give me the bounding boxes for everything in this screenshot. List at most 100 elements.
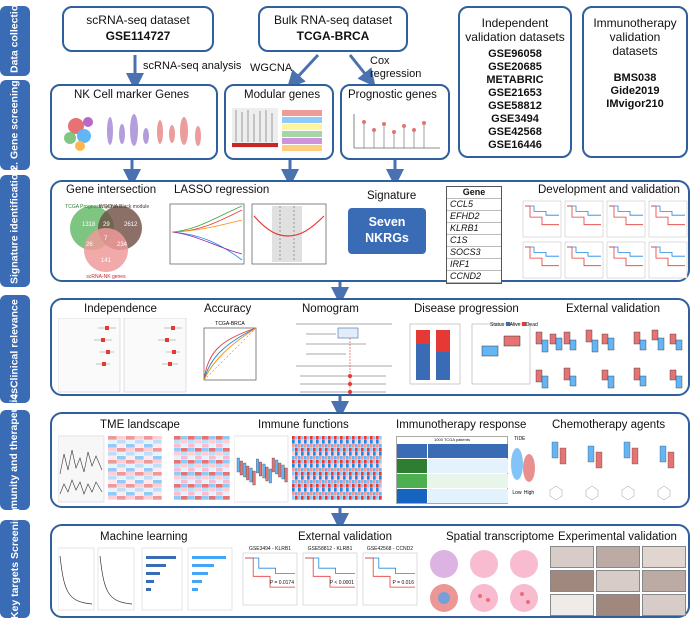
heatmap-cell (337, 492, 340, 496)
heatmap-cell (361, 448, 364, 452)
heatmap-cell (153, 496, 162, 500)
heatmap-cell (376, 456, 379, 460)
heatmap-cell (364, 448, 367, 452)
heatmap-cell (195, 496, 202, 500)
heatmap-cell (379, 472, 382, 476)
heatmap-cell (181, 460, 188, 464)
venn-label-c: scRNA-NK genes (86, 274, 126, 280)
heatmap-cell (334, 476, 337, 480)
heatmap-cell (376, 452, 379, 456)
heatmap-cell (367, 460, 370, 464)
heatmap-cell (340, 440, 343, 444)
heatmap-cell (202, 444, 209, 448)
heatmap-cell (108, 476, 117, 480)
heatmap-cell (216, 436, 223, 440)
independent-dataset-item: GSE20685 (488, 61, 542, 73)
heatmap-cell (370, 436, 373, 440)
heatmap-cell (144, 448, 153, 452)
heatmap-cell (144, 496, 153, 500)
heatmap-cell (328, 496, 331, 500)
heatmap-cell (361, 468, 364, 472)
heatmap-cell (144, 444, 153, 448)
ihc-image (550, 546, 594, 568)
heatmap-cell (331, 496, 334, 500)
heatmap-cell (355, 452, 358, 456)
heatmap-cell (117, 480, 126, 484)
heatmap-cell (181, 452, 188, 456)
heatmap-cell (298, 476, 301, 480)
heatmap-cell (188, 468, 195, 472)
heatmap-cell (126, 460, 135, 464)
heatmap-cell (361, 460, 364, 464)
chemo-box (551, 441, 559, 459)
heatmap-cell (295, 488, 298, 492)
venn-label-b: WGCNA Black module (99, 204, 150, 210)
heatmap-cell (316, 444, 319, 448)
intersection-title: Gene intersection (66, 184, 157, 196)
heatmap-cell (144, 488, 153, 492)
spatial-plots (430, 550, 538, 612)
heatmap-cell (298, 452, 301, 456)
violin-high: High (524, 490, 535, 496)
heatmap-cell (358, 480, 361, 484)
heatmap-cell (223, 448, 230, 452)
heatmap-cell (373, 488, 376, 492)
heatmap-cell (117, 472, 126, 476)
heatmap-cell (209, 472, 216, 476)
heatmap-cell (313, 456, 316, 460)
heatmap-cell (340, 476, 343, 480)
heatmap-cell (379, 452, 382, 456)
heatmap-cell (144, 476, 153, 480)
heatmap-cell (195, 484, 202, 488)
heatmap-cell (334, 452, 337, 456)
heatmap-cell (346, 464, 349, 468)
bulk-dataset-box: Bulk RNA-seq dataset TCGA-BRCA (258, 6, 408, 52)
heatmap-cell (174, 444, 181, 448)
heatmap-cell (316, 452, 319, 456)
heatmap-cell (310, 468, 313, 472)
heatmap-cell (310, 480, 313, 484)
heatmap-cell (322, 496, 325, 500)
heatmap-cell (307, 488, 310, 492)
heatmap-cell (181, 440, 188, 444)
heatmap-cell (223, 484, 230, 488)
heatmap-cell (209, 468, 216, 472)
heatmap-cell (325, 448, 328, 452)
heatmap-cell (322, 436, 325, 440)
heatmap-cell (319, 468, 322, 472)
heatmap-cell (352, 496, 355, 500)
heatmap-cell (361, 476, 364, 480)
heatmap-cell (337, 468, 340, 472)
ihc-image (596, 570, 640, 592)
heatmap-cell (340, 464, 343, 468)
heatmap-cell (188, 472, 195, 476)
heatmap-cell (153, 444, 162, 448)
heatmap-cell (355, 436, 358, 440)
heatmap-cell (292, 452, 295, 456)
heatmap-cell (367, 440, 370, 444)
heatmap-cell (379, 440, 382, 444)
heatmap-cell (337, 480, 340, 484)
heatmap-cell (209, 440, 216, 444)
gene-row: SOCS3 (447, 247, 501, 259)
immunotherapy-table: 1000 TCGA patients (396, 436, 508, 504)
heatmap-cell (209, 464, 216, 468)
heatmap-cell (343, 484, 346, 488)
heatmap-cell (301, 444, 304, 448)
heatmap-cell (108, 472, 117, 476)
tide-label: TIDE (514, 436, 526, 442)
heatmap-cell (331, 456, 334, 460)
heatmap-cell (349, 496, 352, 500)
km-curve-thumbnail (564, 241, 604, 279)
heatmap-cell (376, 472, 379, 476)
heatmap-cell (358, 472, 361, 476)
heatmap-cell (216, 468, 223, 472)
heatmap-cell (343, 448, 346, 452)
heatmap-cell (202, 468, 209, 472)
venn-n4: 7 (104, 236, 108, 242)
heatmap-cell (295, 496, 298, 500)
heatmap-cell (364, 460, 367, 464)
heatmap-cell (307, 440, 310, 444)
heatmap-cell (355, 488, 358, 492)
heatmap-cell (144, 436, 153, 440)
